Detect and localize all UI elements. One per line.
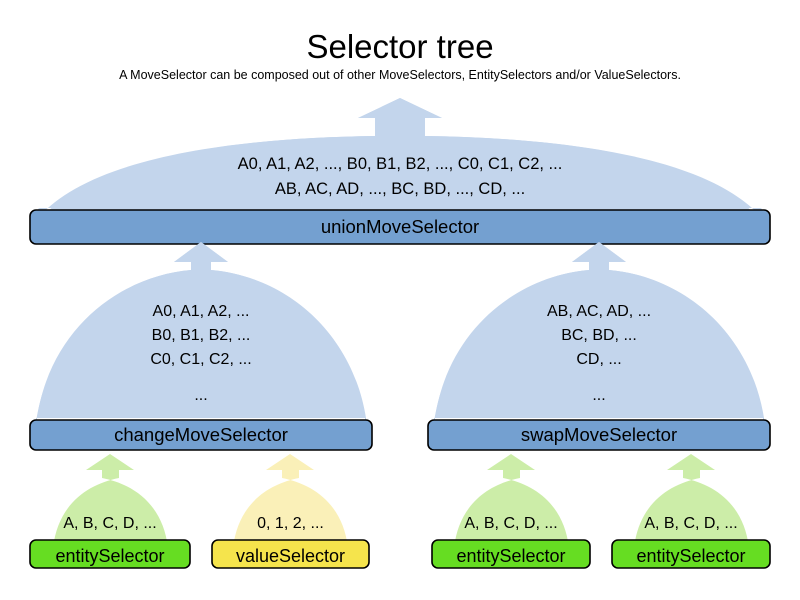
swap-balloon-shape	[427, 242, 771, 451]
node-entity-selector-2[interactable]: A, B, C, D, ... entitySelector	[431, 452, 591, 570]
node-change-move-selector[interactable]: A0, A1, A2, ... B0, B1, B2, ... C0, C1, …	[29, 240, 373, 451]
page-title: Selector tree	[306, 28, 494, 65]
node-union-move-selector[interactable]: A0, A1, A2, ..., B0, B1, B2, ..., C0, C1…	[29, 96, 771, 248]
node-entity-selector-1[interactable]: A, B, C, D, ... entitySelector	[29, 452, 191, 570]
union-balloon-shape	[29, 98, 771, 245]
change-balloon-shape	[29, 242, 373, 451]
entity3-balloon-shape	[611, 454, 771, 569]
page-subtitle: A MoveSelector can be composed out of ot…	[119, 68, 681, 82]
node-value-selector-1[interactable]: 0, 1, 2, ... valueSelector	[211, 452, 370, 570]
entity2-balloon-shape	[431, 454, 591, 569]
node-swap-move-selector[interactable]: AB, AC, AD, ... BC, BD, ... CD, ... ... …	[427, 240, 771, 451]
value1-balloon-shape	[211, 454, 370, 569]
entity1-balloon-shape	[29, 454, 191, 569]
node-entity-selector-3[interactable]: A, B, C, D, ... entitySelector	[611, 452, 771, 570]
